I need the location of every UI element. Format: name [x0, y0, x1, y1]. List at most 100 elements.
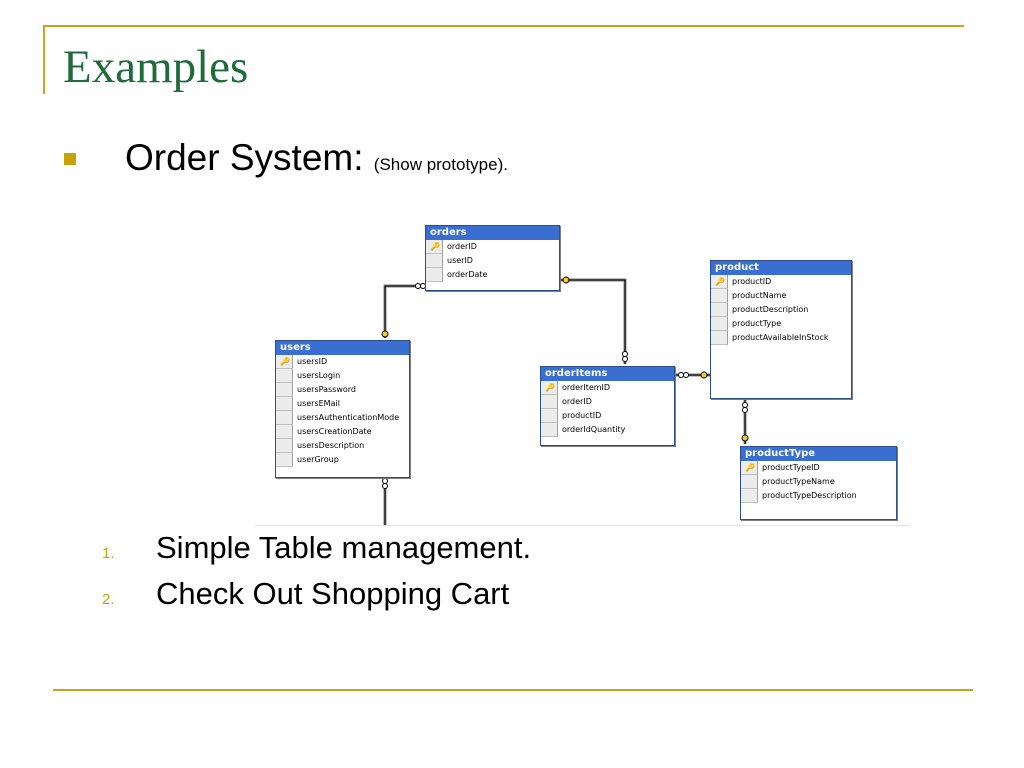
row-selector[interactable] [741, 475, 758, 489]
row-selector[interactable] [276, 397, 293, 411]
table-field-row[interactable]: orderID [541, 395, 674, 409]
row-selector[interactable] [276, 383, 293, 397]
primary-key-icon: 🔑 [545, 383, 555, 392]
table-field-row[interactable]: productAvailableInStock [711, 331, 851, 345]
field-name: orderID [447, 242, 477, 251]
row-selector[interactable] [541, 423, 558, 437]
table-field-row[interactable]: 🔑 orderItemID [541, 381, 674, 395]
list-number: 2. [102, 591, 115, 608]
table-field-row[interactable]: 🔑 orderID [426, 240, 559, 254]
field-name: productDescription [732, 305, 809, 314]
table-orderItems[interactable]: orderItems 🔑 orderItemID orderID productID o… [540, 366, 675, 446]
field-name: productID [562, 411, 602, 420]
field-name: usersPassword [297, 385, 356, 394]
row-selector[interactable] [276, 355, 293, 369]
row-selector[interactable] [711, 331, 728, 345]
row-selector[interactable] [541, 395, 558, 409]
row-selector[interactable] [741, 489, 758, 503]
table-field-row[interactable]: productTypeName [741, 475, 896, 489]
bullet-square-icon [64, 153, 76, 165]
relationship-orders-orderItems [560, 276, 628, 364]
table-orders[interactable]: orders 🔑 orderID userID orderDate [425, 225, 560, 291]
table-field-row[interactable]: usersEMail [276, 397, 409, 411]
table-field-row[interactable]: usersLogin [276, 369, 409, 383]
table-productType[interactable]: productType 🔑 productTypeID productTypeNam… [740, 446, 897, 520]
relationship-users-stub [382, 476, 388, 525]
field-name: productTypeDescription [762, 491, 857, 500]
field-name: orderDate [447, 270, 488, 279]
row-selector[interactable] [276, 453, 293, 467]
list-number: 1. [102, 545, 115, 562]
primary-key-icon: 🔑 [745, 463, 755, 472]
field-name: orderIdQuantity [562, 425, 626, 434]
row-selector[interactable] [541, 381, 558, 395]
table-name: orderItems [541, 367, 674, 381]
row-selector[interactable] [276, 411, 293, 425]
table-name: users [276, 341, 409, 355]
field-name: productTypeName [762, 477, 835, 486]
field-name: userGroup [297, 455, 339, 464]
row-selector[interactable] [426, 240, 443, 254]
primary-key-icon: 🔑 [430, 242, 440, 251]
table-field-row[interactable]: productType [711, 317, 851, 331]
field-name: usersEMail [297, 399, 340, 408]
table-field-row[interactable]: usersCreationDate [276, 425, 409, 439]
table-field-row[interactable]: productDescription [711, 303, 851, 317]
bullet-item: Order System: (Show prototype). [125, 139, 508, 176]
row-selector[interactable] [711, 289, 728, 303]
field-name: productTypeID [762, 463, 820, 472]
relationship-users-orders [381, 283, 426, 338]
slide-frame-bottom-rule [53, 689, 973, 691]
table-users[interactable]: users 🔑 usersID usersLogin usersPassword use… [275, 340, 410, 478]
row-selector[interactable] [276, 439, 293, 453]
slide-frame-top-rule [43, 25, 964, 27]
relationship-product-orderItems [675, 371, 710, 379]
row-selector[interactable] [741, 461, 758, 475]
row-selector[interactable] [426, 268, 443, 282]
row-selector[interactable] [711, 317, 728, 331]
table-field-row[interactable]: usersPassword [276, 383, 409, 397]
row-selector[interactable] [276, 425, 293, 439]
row-selector[interactable] [711, 275, 728, 289]
row-selector[interactable] [711, 303, 728, 317]
primary-key-icon: 🔑 [280, 357, 290, 366]
field-name: usersLogin [297, 371, 341, 380]
slide-frame-left-rule [43, 25, 45, 94]
table-field-row[interactable]: 🔑 usersID [276, 355, 409, 369]
field-name: usersCreationDate [297, 427, 372, 436]
table-product[interactable]: product 🔑productID productName productDesc… [710, 260, 852, 399]
table-field-row[interactable]: userID [426, 254, 559, 268]
table-field-row[interactable]: 🔑 productTypeID [741, 461, 896, 475]
field-name: usersAuthenticationMode [297, 413, 400, 422]
table-field-row[interactable]: productID [541, 409, 674, 423]
field-name: productName [732, 291, 787, 300]
table-name: productType [741, 447, 896, 461]
field-name: usersDescription [297, 441, 365, 450]
field-name: productAvailableInStock [732, 333, 829, 342]
bullet-note: (Show prototype). [373, 155, 508, 174]
bullet-main-text: Order System: [125, 137, 364, 178]
table-field-row[interactable]: usersAuthenticationMode [276, 411, 409, 425]
relationship-productType-product [741, 399, 749, 444]
field-name: orderID [562, 397, 592, 406]
table-name: orders [426, 226, 559, 240]
table-name: product [711, 261, 851, 275]
table-field-row[interactable]: orderDate [426, 268, 559, 282]
relationship-lines [381, 276, 749, 525]
row-selector[interactable] [426, 254, 443, 268]
row-selector[interactable] [276, 369, 293, 383]
table-field-row[interactable]: usersDescription [276, 439, 409, 453]
field-name: userID [447, 256, 473, 265]
table-field-row[interactable]: 🔑productID [711, 275, 851, 289]
row-selector[interactable] [541, 409, 558, 423]
field-name: orderItemID [562, 383, 611, 392]
list-text: Check Out Shopping Cart [156, 576, 510, 611]
table-field-row[interactable]: userGroup [276, 453, 409, 467]
field-name: productType [732, 319, 782, 328]
slide-title: Examples [63, 41, 249, 93]
field-name: usersID [297, 357, 328, 366]
table-field-row[interactable]: orderIdQuantity [541, 423, 674, 437]
table-field-row[interactable]: productTypeDescription [741, 489, 896, 503]
primary-key-icon: 🔑 [715, 277, 725, 286]
table-field-row[interactable]: productName [711, 289, 851, 303]
